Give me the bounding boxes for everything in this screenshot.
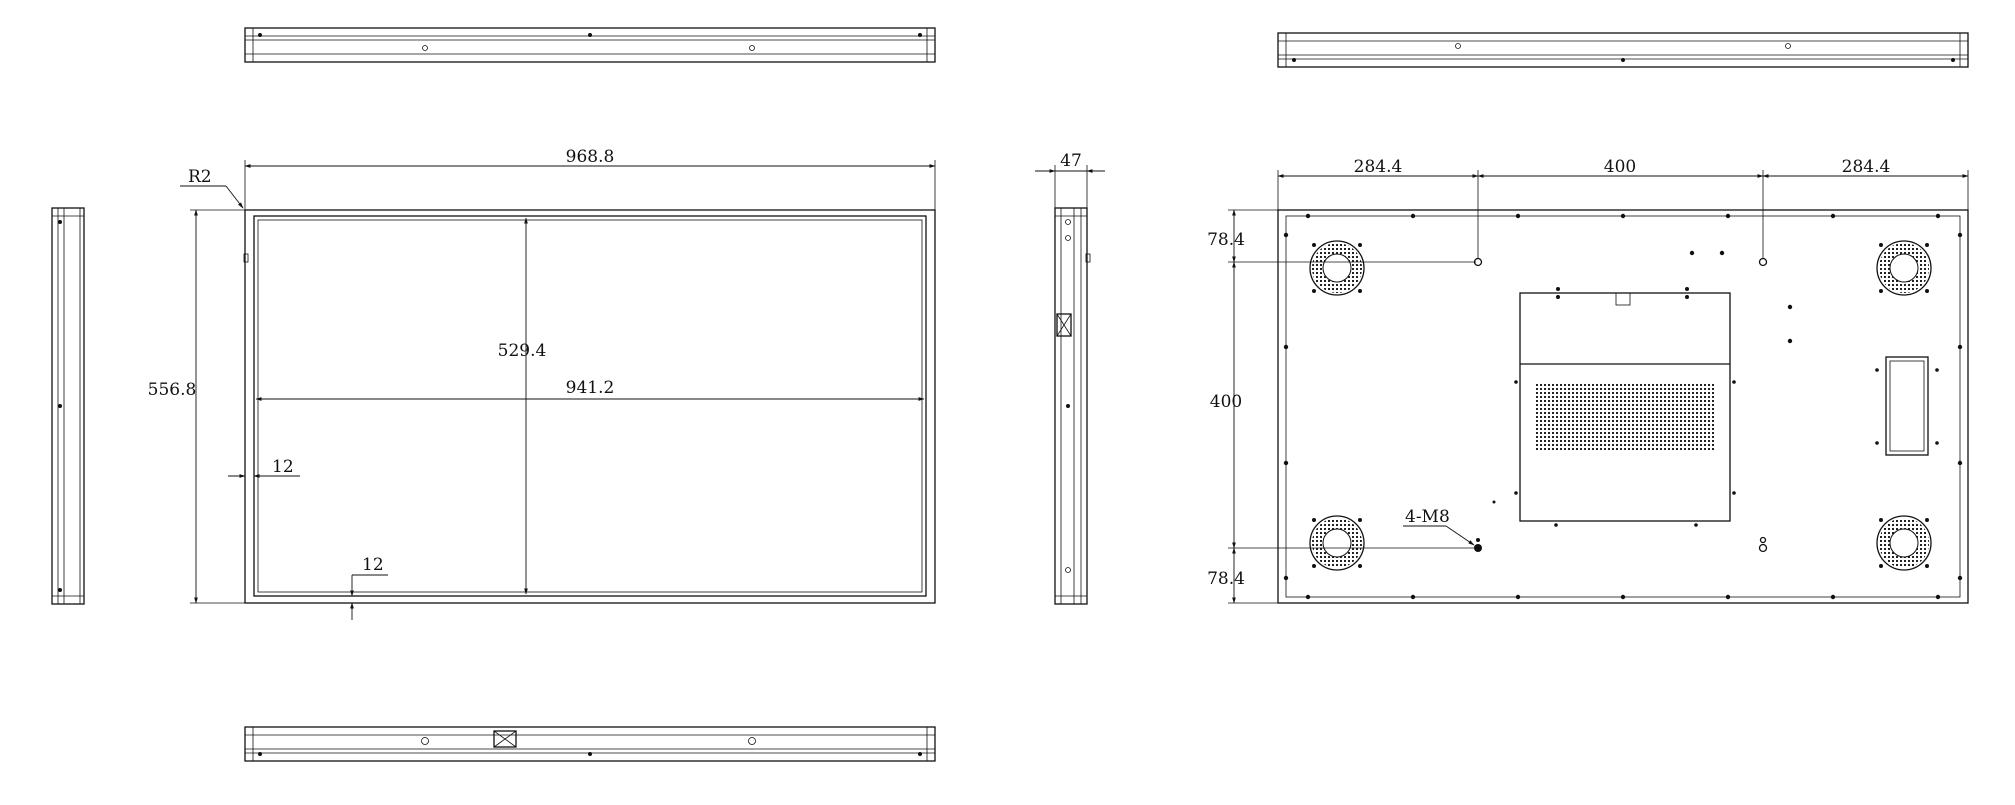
vesa-horizontal-label: 400 (1604, 157, 1636, 177)
mount-hole-callout: 4-M8 (1403, 507, 1475, 546)
io-panel (1875, 356, 1939, 456)
perimeter-screws (1283, 213, 1963, 600)
corner-radius-callout: R2 (180, 167, 244, 209)
inner-height-dimension: 529.4 (498, 217, 547, 595)
offset-left-label: 284.4 (1354, 157, 1403, 177)
side-bezel-dimension: 12 (228, 457, 300, 478)
inner-width-label: 941.2 (566, 378, 615, 398)
fan-top-left (1309, 240, 1365, 296)
bottom-bezel-dimension: 12 (350, 555, 388, 620)
top-view-right (1277, 32, 1969, 68)
electronics-box (1492, 292, 1736, 527)
misc-holes (1556, 250, 1793, 344)
side-bezel-label: 12 (272, 457, 294, 477)
back-vertical-dimensions: 78.4 400 78.4 (1207, 209, 1476, 604)
back-horizontal-dimensions: 284.4 400 284.4 (1277, 157, 1969, 258)
inner-width-dimension: 941.2 (255, 378, 925, 401)
side-view-left (51, 207, 85, 605)
fan-bottom-left (1309, 515, 1365, 571)
front-view (243, 209, 936, 604)
offset-bottom-label: 78.4 (1207, 569, 1245, 589)
vesa-vertical-label: 400 (1210, 392, 1242, 412)
side-view-right (1054, 207, 1091, 605)
connector-icon (1056, 313, 1072, 337)
bottom-bezel-label: 12 (362, 555, 384, 575)
width-label: 968.8 (566, 147, 615, 167)
bottom-view-left (244, 726, 936, 762)
back-view (1277, 209, 1969, 604)
height-dimension: 556.8 (148, 209, 245, 604)
inner-height-label: 529.4 (498, 341, 547, 361)
depth-dimension: 47 (1035, 151, 1105, 208)
mount-hole-label: 4-M8 (1405, 507, 1450, 527)
connector-icon (493, 730, 517, 748)
height-label: 556.8 (148, 380, 197, 400)
top-view-left (244, 27, 936, 63)
offset-top-label: 78.4 (1207, 230, 1245, 250)
depth-label: 47 (1060, 151, 1082, 171)
width-dimension: 968.8 (244, 147, 936, 210)
offset-right-label: 284.4 (1842, 157, 1891, 177)
fan-bottom-right (1876, 515, 1932, 571)
fan-top-right (1876, 240, 1932, 296)
corner-radius-label: R2 (188, 167, 212, 187)
